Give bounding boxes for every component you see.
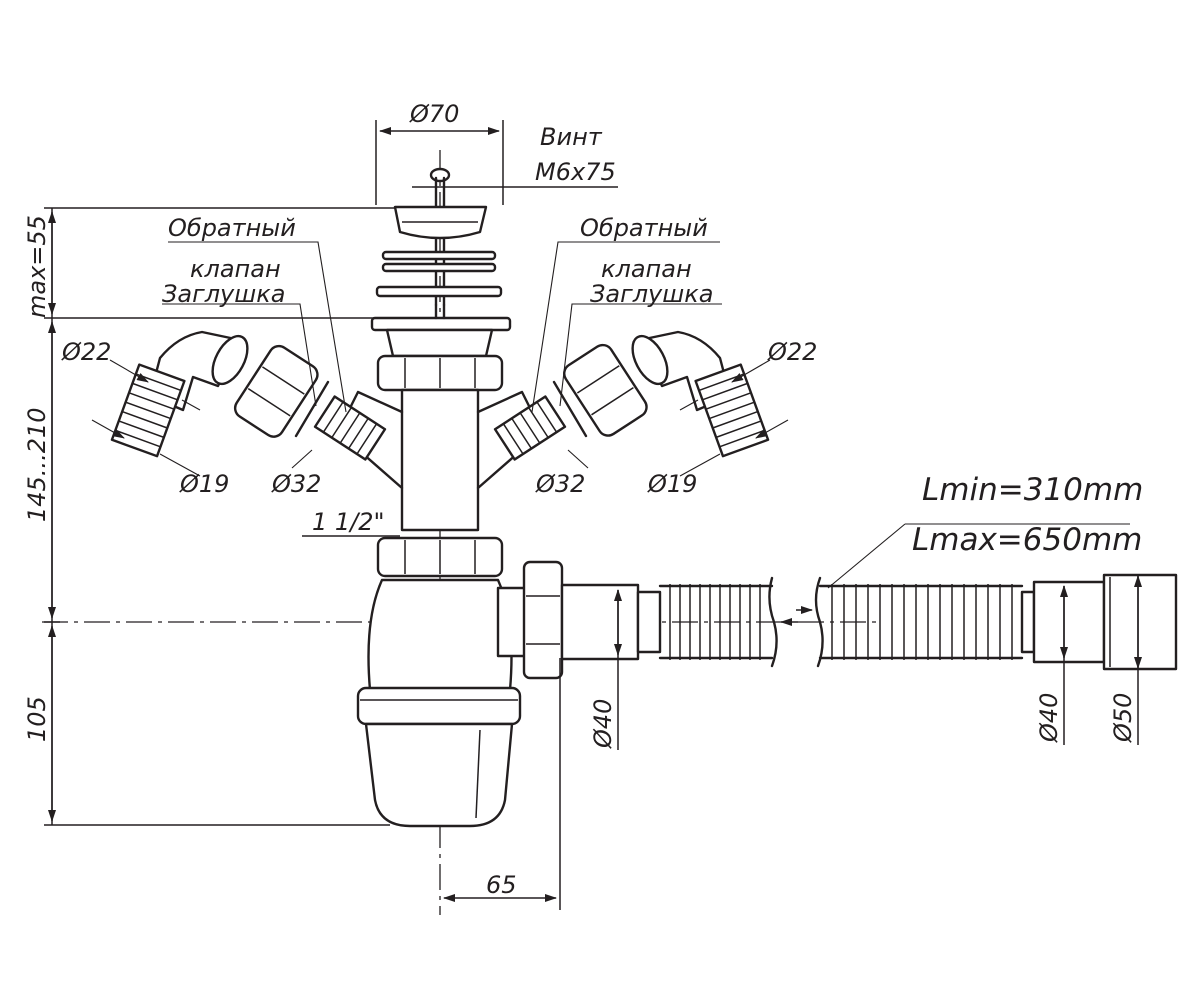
left-plug-label: Заглушка <box>162 280 285 308</box>
left-gasket <box>294 380 330 438</box>
right-check-valve-label-line1: Обратный <box>580 214 708 242</box>
lmin-label: Lmin=310mm <box>922 472 1143 508</box>
lmax-label: Lmax=650mm <box>912 522 1142 558</box>
outlet-union-nut <box>496 560 662 680</box>
left-elbow-fitting <box>110 330 249 458</box>
dimension-105-label: 105 <box>23 696 51 742</box>
dimension-max-label: max=55 <box>23 215 51 318</box>
outlet-d40-label: Ø40 <box>589 699 617 749</box>
right-side-nut <box>563 343 648 437</box>
dimension-range-label: 145...210 <box>23 407 51 522</box>
outlet-diameter-dimensions <box>614 575 1142 750</box>
left-check-valve-label-line2: клапан <box>190 255 281 283</box>
top-diameter-dimension <box>375 120 504 205</box>
corrugated-hose-left <box>658 576 778 668</box>
end-d40-label: Ø40 <box>1035 693 1063 743</box>
left-dimension-chain <box>44 207 400 826</box>
hose-break-marks <box>780 606 813 626</box>
screw-label-line2: M6x75 <box>535 158 616 186</box>
thread-size-label: 1 1/2" <box>312 508 385 536</box>
left-d19-label: Ø19 <box>179 470 229 498</box>
leader-lines <box>91 186 1130 589</box>
screw-label-line1: Винт <box>540 123 603 151</box>
right-elbow-fitting <box>631 330 770 458</box>
right-d22-label: Ø22 <box>767 338 817 366</box>
left-check-valve-label-line1: Обратный <box>168 214 296 242</box>
dimension-65 <box>443 658 561 910</box>
left-side-nut <box>233 344 319 438</box>
left-branch-thread <box>313 395 387 461</box>
dimension-65-label: 65 <box>486 871 517 899</box>
right-check-valve-label-line2: клапан <box>601 255 692 283</box>
drain-grate <box>370 205 512 358</box>
right-gasket <box>552 380 588 438</box>
hose-end-cuffs <box>1020 573 1178 671</box>
left-d32-label: Ø32 <box>271 470 321 498</box>
bottle-trap <box>356 578 522 828</box>
labels: Ø70 Винт M6x75 Обратный клапан Заглушка … <box>23 100 1143 899</box>
right-branch-thread <box>493 395 567 461</box>
siphon-body <box>336 388 544 532</box>
end-d50-label: Ø50 <box>1109 693 1137 743</box>
top-diameter-label: Ø70 <box>409 100 459 128</box>
corrugated-hose-right <box>814 576 1024 668</box>
right-plug-label: Заглушка <box>590 280 713 308</box>
upper-nut <box>376 354 504 392</box>
right-d32-label: Ø32 <box>535 470 585 498</box>
right-d19-label: Ø19 <box>647 470 697 498</box>
left-d22-label: Ø22 <box>61 338 111 366</box>
lower-nut <box>302 535 504 578</box>
